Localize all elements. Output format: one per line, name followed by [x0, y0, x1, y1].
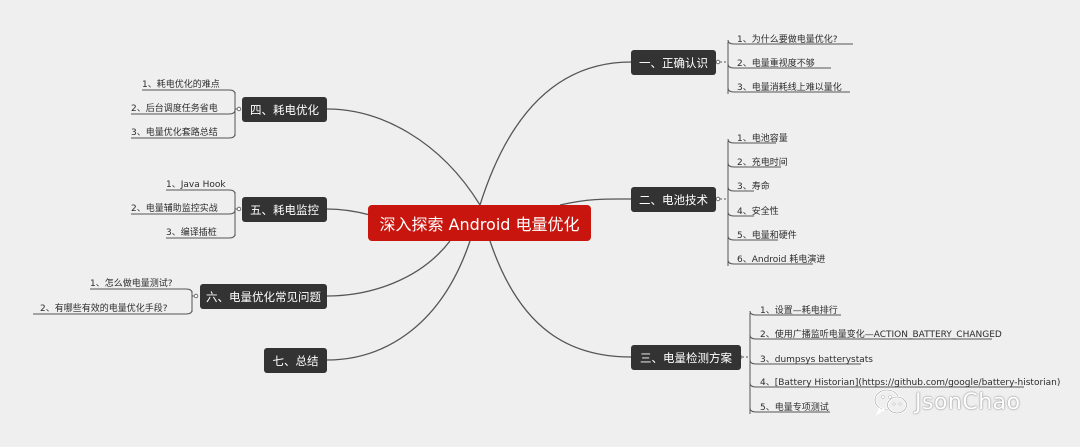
bracket-branch-6-leaf-line-1: [33, 309, 193, 315]
leaf-safety[interactable]: 4、安全性: [737, 207, 779, 217]
bracket-branch-6-knob: [193, 293, 199, 299]
bracket-branch-5-leaf-line-1: [131, 209, 236, 215]
leaf-why-optimize[interactable]: 1、为什么要做电量优化?: [737, 35, 838, 45]
leaf-background-scheduling[interactable]: 2、后台调度任务省电: [131, 104, 218, 114]
leaf-charge-time[interactable]: 2、充电时间: [737, 158, 788, 168]
bracket-branch-2-leaf-line-2: [727, 186, 754, 192]
connector-branch-4: [326, 108, 481, 206]
leaf-hard-to-quantify[interactable]: 3、电量消耗线上难以量化: [737, 83, 842, 93]
leaf-dumpsys[interactable]: 3、dumpsys batterystats: [760, 355, 873, 365]
bracket-branch-3-leaf-line-0: [749, 310, 841, 316]
leaf-power-hardware[interactable]: 5、电量和硬件: [737, 231, 797, 241]
leaf-summary-routine[interactable]: 3、电量优化套路总结: [131, 128, 218, 138]
watermark: JsonChao: [873, 386, 1053, 418]
bracket-branch-1-leaf-line-2: [727, 87, 850, 93]
connector-branch-1: [479, 61, 632, 206]
bracket-branch-6-leaf-line-0: [90, 288, 193, 294]
bracket-branch-2-leaf-line-4: [727, 235, 778, 241]
bracket-branch-2-leaf-line-0: [727, 138, 776, 144]
leaf-lifespan[interactable]: 3、寿命: [737, 182, 770, 192]
connector-branch-7: [326, 240, 471, 361]
branch-battery-tech[interactable]: 二、电池技术: [631, 187, 716, 212]
leaf-battery-capacity[interactable]: 1、电池容量: [737, 134, 788, 144]
leaf-settings-ranking[interactable]: 1、设置—耗电排行: [760, 306, 838, 316]
branch-summary[interactable]: 七、总结: [264, 348, 327, 373]
leaf-compile-instrumentation[interactable]: 3、编译插桩: [166, 228, 217, 238]
bracket-branch-2-leaf-line-1: [727, 162, 781, 168]
leaf-monitoring-practice[interactable]: 2、电量辅助监控实战: [131, 204, 218, 214]
connector-branch-5: [326, 208, 371, 216]
branch-detection-scheme[interactable]: 三、电量检测方案: [631, 345, 741, 370]
bracket-branch-4-leaf-line-2: [131, 133, 236, 139]
bracket-branch-5-leaf-line-2: [166, 233, 236, 239]
connector-branch-3: [489, 240, 632, 358]
bracket-branch-3-leaf-line-3: [749, 382, 1024, 388]
branch-power-monitoring[interactable]: 五、耗电监控: [242, 197, 327, 222]
bracket-branch-3-leaf-line-1: [749, 334, 992, 340]
bracket-branch-3-leaf-line-2: [749, 359, 861, 365]
wechat-icon: [873, 388, 908, 416]
branch-common-questions[interactable]: 六、电量优化常见问题: [200, 284, 327, 309]
leaf-broadcast-battery[interactable]: 2、使用广播监听电量变化—ACTION_BATTERY_CHANGED: [760, 330, 1002, 340]
bracket-branch-3-leaf-line-4: [749, 407, 830, 413]
bracket-branch-1-leaf-line-1: [727, 63, 831, 69]
bracket-branch-2-leaf-line-5: [727, 259, 813, 265]
bracket-branch-4-leaf-line-0: [142, 89, 236, 95]
bracket-branch-1-leaf-line-0: [727, 39, 853, 45]
leaf-battery-historian[interactable]: 4、[Battery Historian](https://github.com…: [760, 378, 1061, 388]
leaf-special-test[interactable]: 5、电量专项测试: [760, 403, 829, 413]
bracket-branch-5-knob: [236, 206, 242, 212]
leaf-effective-methods[interactable]: 2、有哪些有效的电量优化手段?: [40, 304, 168, 314]
connector-branch-6: [326, 240, 451, 297]
branch-power-optimization[interactable]: 四、耗电优化: [242, 97, 327, 122]
center-topic[interactable]: 深入探索 Android 电量优化: [368, 205, 591, 241]
leaf-how-to-test[interactable]: 1、怎么做电量测试?: [90, 279, 173, 289]
leaf-difficulties[interactable]: 1、耗电优化的难点: [142, 80, 220, 90]
leaf-android-evolution[interactable]: 6、Android 耗电演进: [737, 255, 826, 265]
bracket-branch-1-knob: [715, 59, 721, 65]
branch-correct-understanding[interactable]: 一、正确认识: [631, 50, 716, 75]
bracket-branch-4-leaf-line-1: [131, 109, 236, 115]
connector-branch-2: [559, 198, 632, 206]
bracket-branch-2-leaf-line-3: [727, 211, 754, 217]
leaf-java-hook[interactable]: 1、Java Hook: [166, 180, 226, 190]
watermark-text: JsonChao: [915, 389, 1021, 415]
bracket-branch-5-leaf-line-0: [166, 189, 236, 195]
bracket-branch-4-knob: [236, 106, 242, 112]
bracket-branch-2-knob: [715, 196, 721, 202]
leaf-low-attention[interactable]: 2、电量重视度不够: [737, 59, 815, 69]
